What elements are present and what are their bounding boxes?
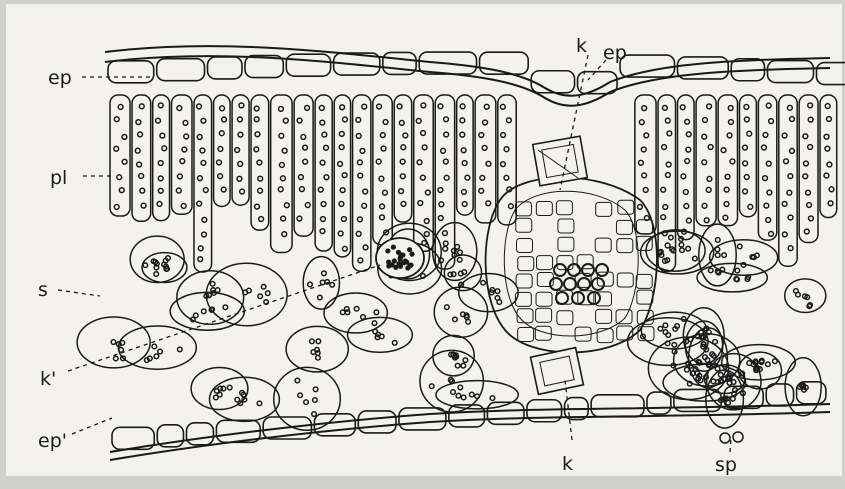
- label-ep-top: ep: [48, 67, 72, 89]
- granule: [404, 260, 409, 265]
- crystal-cell-top: [533, 136, 588, 186]
- granule: [409, 252, 414, 257]
- dark-cell-cluster: [376, 238, 424, 278]
- label-k-prime: k': [40, 368, 56, 390]
- granule: [398, 256, 403, 261]
- granule: [407, 247, 412, 252]
- label-ep-bottom: ep': [38, 430, 67, 452]
- label-pl: pl: [50, 167, 67, 189]
- label-k-bottom: k: [562, 453, 573, 475]
- label-s: s: [38, 279, 48, 301]
- granule: [405, 265, 410, 270]
- label-k-top: k: [576, 35, 587, 57]
- label-sp: sp: [715, 454, 737, 476]
- granule: [398, 264, 403, 269]
- granule: [386, 263, 391, 268]
- granule: [391, 245, 396, 250]
- granule: [385, 248, 390, 253]
- label-ep-right: ep: [603, 42, 627, 64]
